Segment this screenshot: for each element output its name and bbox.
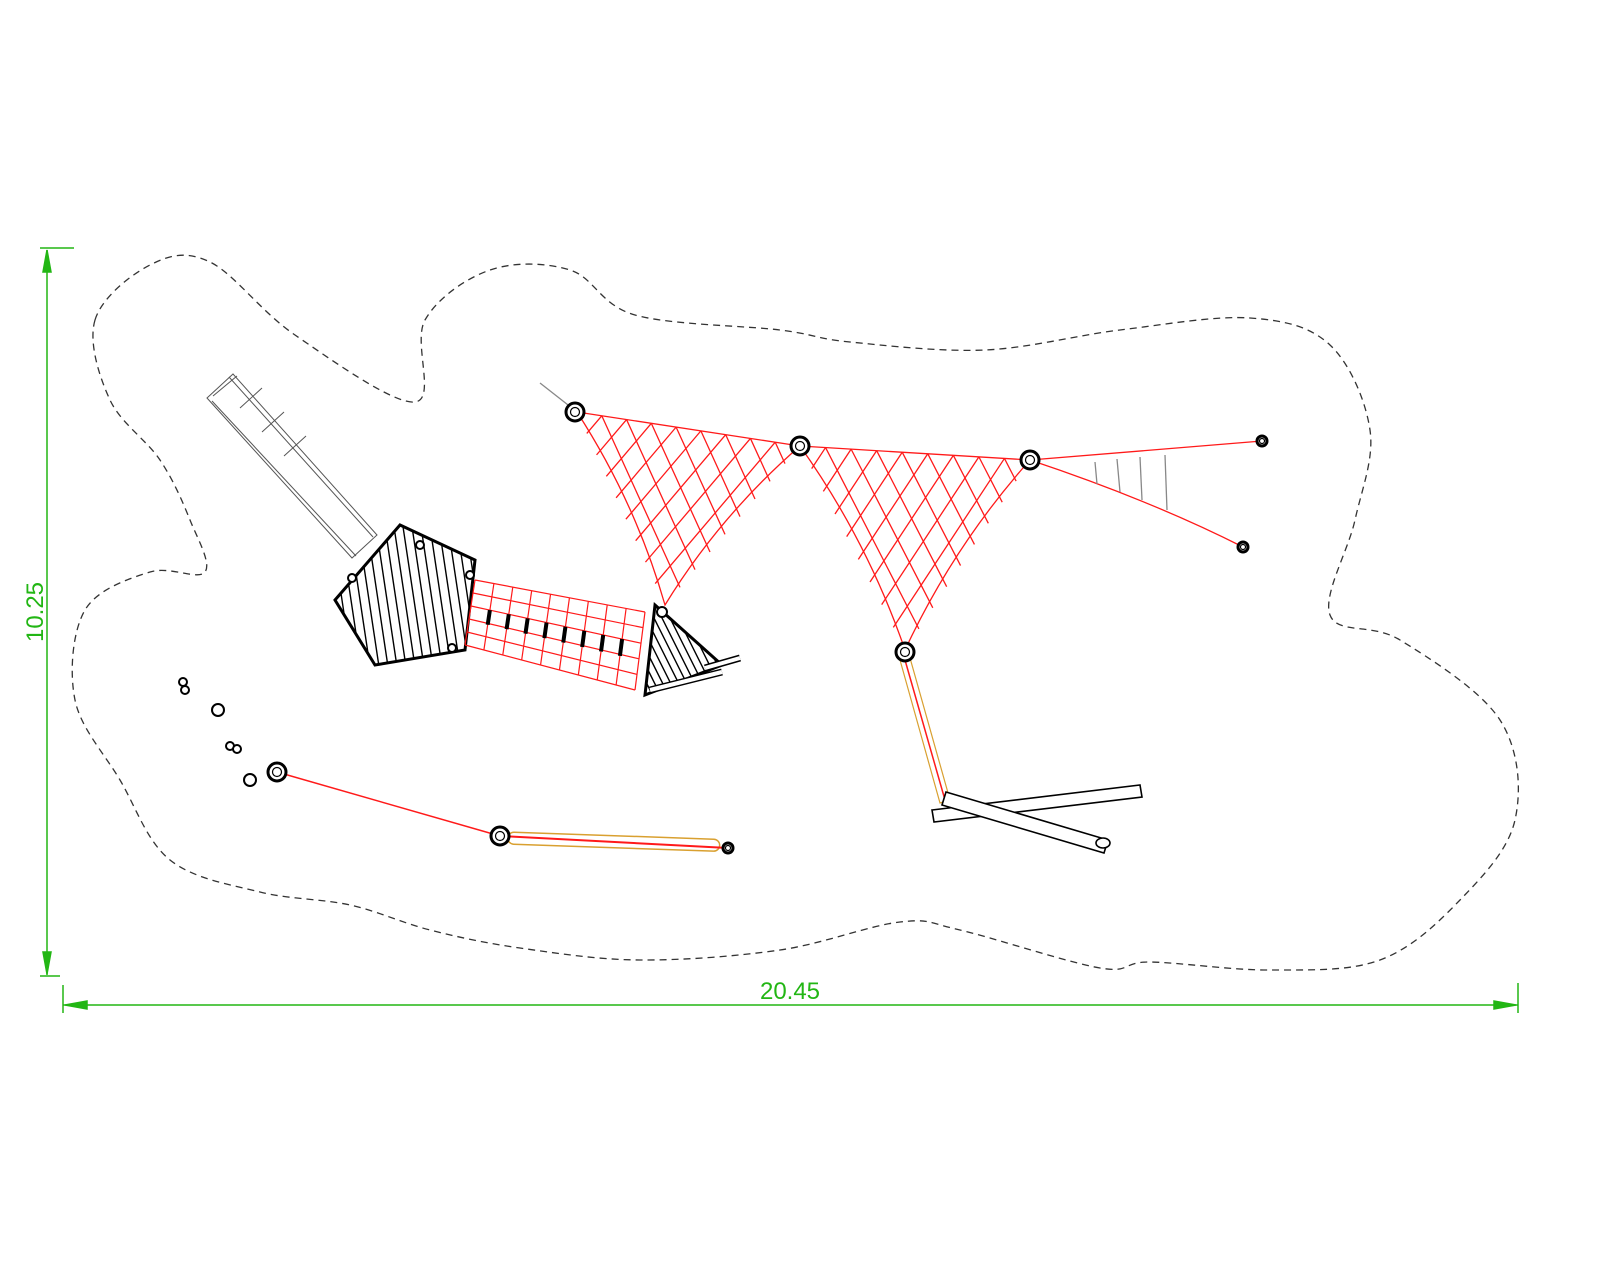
bridge-step <box>599 634 606 652</box>
rope-ladder <box>1094 454 1168 511</box>
post <box>894 641 916 663</box>
net-rope <box>474 579 646 613</box>
net-rope <box>725 434 756 500</box>
net-bridge <box>464 579 646 691</box>
post-core <box>1239 543 1247 551</box>
net-rope <box>822 448 852 492</box>
bridge-step <box>561 626 568 643</box>
net-rope <box>811 447 827 470</box>
net-rope <box>615 426 677 499</box>
bridge-step <box>580 630 587 648</box>
post-core <box>899 646 911 658</box>
post-core <box>569 406 581 418</box>
net-rope <box>470 605 642 644</box>
net-rope <box>857 453 929 560</box>
post <box>564 401 586 423</box>
post <box>1019 449 1041 471</box>
net-rope <box>625 419 696 570</box>
post <box>266 761 288 783</box>
post-core <box>1024 454 1036 466</box>
post-core <box>1258 437 1266 445</box>
support-pole <box>899 657 951 804</box>
post <box>489 825 511 847</box>
height-dimension-label: 10.25 <box>22 582 49 642</box>
net-rope <box>1003 458 1017 482</box>
net-rope <box>464 579 476 646</box>
net-rope <box>850 448 934 609</box>
post <box>1255 434 1269 448</box>
net-rope <box>466 631 638 675</box>
slide <box>206 373 378 559</box>
bridge-step <box>617 638 625 657</box>
net-rope <box>834 450 878 515</box>
post <box>789 435 811 457</box>
net-rope <box>625 430 702 520</box>
net-rope <box>635 434 727 542</box>
stepping-stones <box>178 677 257 787</box>
net-rope <box>468 618 640 660</box>
net-rope <box>644 438 751 563</box>
net-rope <box>869 454 954 583</box>
post <box>1236 540 1250 554</box>
net-rope <box>634 611 646 691</box>
safety-zone-boundary <box>71 254 1519 971</box>
post-core <box>494 830 506 842</box>
net-rope <box>892 458 1005 628</box>
height-dimension <box>40 247 74 977</box>
net-rope <box>901 451 962 566</box>
net-rope <box>881 456 980 606</box>
bridge-step <box>485 609 492 626</box>
net-rope <box>952 455 989 524</box>
net-rope <box>605 422 652 477</box>
post-core <box>271 766 283 778</box>
net-outline <box>1029 440 1263 548</box>
net-rope <box>654 441 776 584</box>
net-rope <box>774 441 786 464</box>
net-outline <box>576 411 802 607</box>
net-rope <box>472 592 644 629</box>
bridge-step <box>504 613 511 630</box>
bridge-step <box>523 618 530 634</box>
net-rope <box>675 426 726 535</box>
width-dimension-label: 20.45 <box>760 978 820 1005</box>
triangle-platform <box>643 601 741 698</box>
width-dimension <box>62 983 1519 1013</box>
posts <box>266 401 1269 855</box>
climbing-nets <box>539 382 1263 652</box>
post-core <box>724 844 732 852</box>
post <box>721 841 735 855</box>
bridge-step <box>542 622 549 639</box>
post-core <box>794 440 806 452</box>
net-rope <box>464 644 636 691</box>
net-rope <box>846 451 903 538</box>
logs <box>931 784 1143 854</box>
net-rope <box>596 419 628 456</box>
net-rope <box>586 415 603 434</box>
